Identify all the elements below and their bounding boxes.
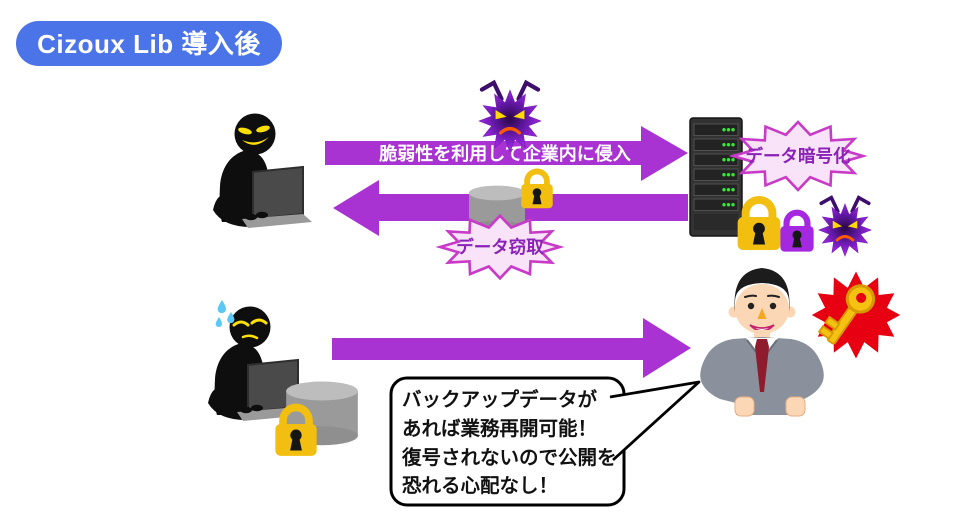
intrusion-arrow-label: 脆弱性を利用して企業内に侵入: [378, 143, 630, 164]
speech-bubble: バックアップデータが あれば業務再開可能！ 復号されないので公開を 恐れる心配な…: [389, 376, 701, 507]
bottom-attack-arrow: [332, 318, 691, 378]
sad-eye-right: [250, 318, 268, 325]
alert-burst: [811, 271, 901, 359]
intrusion-arrow-shape: [325, 126, 688, 181]
hair: [734, 268, 790, 312]
purple-lock-icon: [780, 213, 813, 252]
speech-line-4: 恐れる心配なし！: [402, 475, 558, 497]
evil-grin: [242, 137, 269, 145]
speech-line-3: 復号されないので公開を: [401, 446, 617, 469]
encryption-callout: データ暗号化: [731, 120, 865, 192]
key-icon: [817, 284, 876, 345]
badge-background: [16, 21, 282, 66]
intrusion-arrow: 脆弱性を利用して企業内に侵入: [325, 126, 688, 181]
speech-line-1: バックアップデータが: [402, 388, 598, 411]
speech-line-2: あれば業務再開可能！: [402, 417, 597, 440]
encryption-label: データ暗号化: [746, 146, 851, 166]
server-icon: [689, 117, 743, 237]
fist-right: [785, 396, 806, 417]
key-alert-icon: [811, 271, 901, 359]
fist-left: [734, 396, 755, 417]
tie: [755, 339, 769, 392]
badge-cizoux-lib: Cizoux Lib 導入後: [16, 21, 282, 66]
sweat-drops-icon: [215, 300, 235, 327]
badge-label: Cizoux Lib 導入後: [37, 29, 261, 59]
speech-bubble-tail: [609, 380, 701, 462]
nose: [757, 308, 767, 319]
malware-icon-small: [817, 195, 873, 258]
smile: [749, 324, 775, 332]
sad-eye-left: [232, 320, 250, 327]
sad-mouth: [241, 334, 259, 340]
evil-eye-left: [238, 127, 252, 135]
theft-callout: データ窃取: [438, 214, 562, 280]
businessman-icon: [700, 268, 824, 417]
evil-eye-right: [256, 125, 270, 133]
theft-label: データ窃取: [456, 237, 544, 257]
hacker-attacker-icon: [212, 112, 313, 229]
hacker-frustrated-icon: [207, 300, 308, 422]
gold-lock-icon: [738, 200, 781, 250]
gold-lock-icon: [521, 171, 553, 208]
